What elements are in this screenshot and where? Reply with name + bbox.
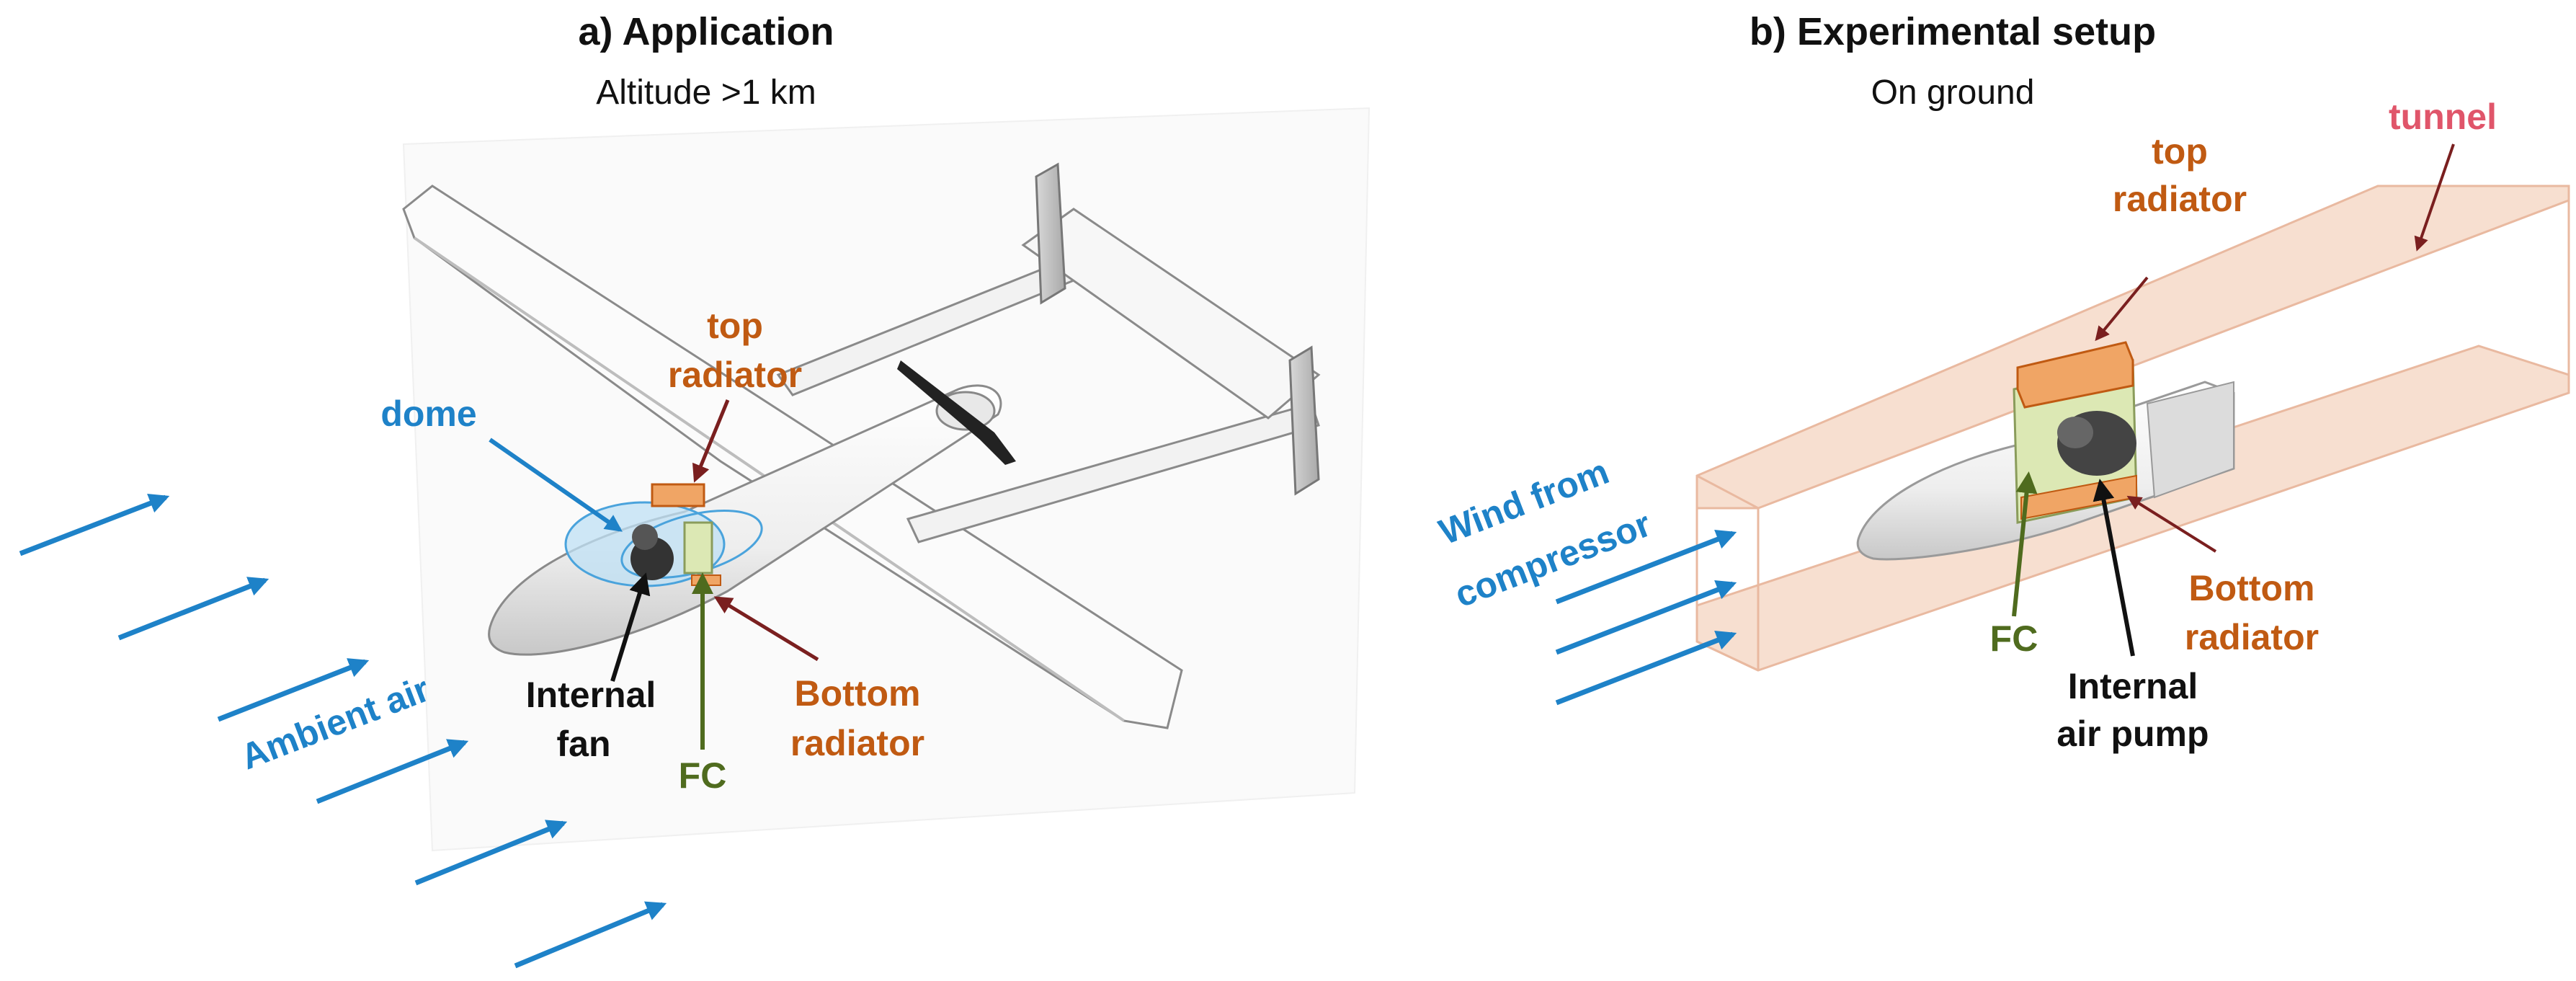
fc-block [683, 521, 713, 574]
top-radiator-leader-a [692, 399, 730, 483]
top-radiator-label-b-line2: radiator [2112, 179, 2247, 219]
internal-fan-label-line1: Internal [525, 675, 656, 715]
tunnel-outline [1695, 186, 2570, 672]
air-arrow [514, 901, 667, 969]
main-wing [402, 185, 1183, 729]
tail-boom-lower [906, 402, 1320, 543]
fc-label-b: FC [1989, 618, 2038, 659]
tunnel [1695, 185, 2570, 672]
wind-arrow [1555, 530, 1737, 605]
panel-a-title: a) Application [578, 10, 834, 53]
internal-fan-leader [610, 572, 651, 682]
panel-a-subtitle: Altitude >1 km [596, 74, 816, 112]
wind-arrow [1555, 631, 1737, 706]
top-radiator-label-a-line1: top [707, 306, 763, 346]
panel-b-subtitle: On ground [1871, 74, 2035, 112]
top-radiator-a [651, 483, 705, 507]
air-pump-label-line1: Internal [2067, 666, 2198, 706]
bottom-radiator-a [691, 574, 721, 586]
air-pump-label-line2: air pump [2056, 714, 2209, 754]
bottom-radiator-label-b-line2: radiator [2184, 617, 2319, 657]
top-radiator-label-b-line1: top [2152, 131, 2208, 172]
ambient-air-arrows [19, 494, 667, 969]
aircraft [402, 107, 1371, 852]
wind-arrow [1555, 580, 1737, 655]
tunnel-label: tunnel [2389, 97, 2497, 137]
wind-arrows [1555, 530, 1737, 706]
air-arrow [19, 494, 170, 556]
internal-air-pump-detail [2057, 417, 2093, 448]
tunnel-leader [2414, 143, 2455, 252]
top-radiator-leader-b [2095, 276, 2149, 342]
top-radiator-label-a-line2: radiator [667, 355, 803, 395]
bottom-radiator-leader-b [2126, 495, 2217, 553]
air-arrow [414, 820, 568, 886]
air-arrow [117, 577, 269, 641]
bottom-radiator-label-a-line2: radiator [790, 723, 925, 763]
bottom-radiator-leader-a [713, 596, 819, 662]
air-arrow [217, 658, 370, 722]
air-pump-leader [2093, 479, 2135, 657]
vertical-fin-lower [1288, 345, 1320, 496]
fc-leader-b [2012, 471, 2038, 617]
panel-b-title: b) Experimental setup [1749, 10, 2157, 53]
internal-fan-hub [632, 524, 658, 550]
dome-leader [489, 438, 623, 532]
dome-label: dome [380, 394, 477, 434]
internal-fan-label-line2: fan [556, 724, 611, 764]
bottom-radiator-label-b-line1: Bottom [2188, 568, 2315, 608]
air-arrow [316, 739, 469, 804]
top-radiator-b [2016, 341, 2134, 409]
fuselage [488, 384, 1002, 656]
bottom-radiator-label-a-line1: Bottom [794, 673, 921, 714]
test-rail [2146, 381, 2234, 499]
propeller [897, 360, 1016, 465]
vertical-fin-upper [1035, 162, 1066, 305]
fc-label-a: FC [678, 755, 727, 796]
